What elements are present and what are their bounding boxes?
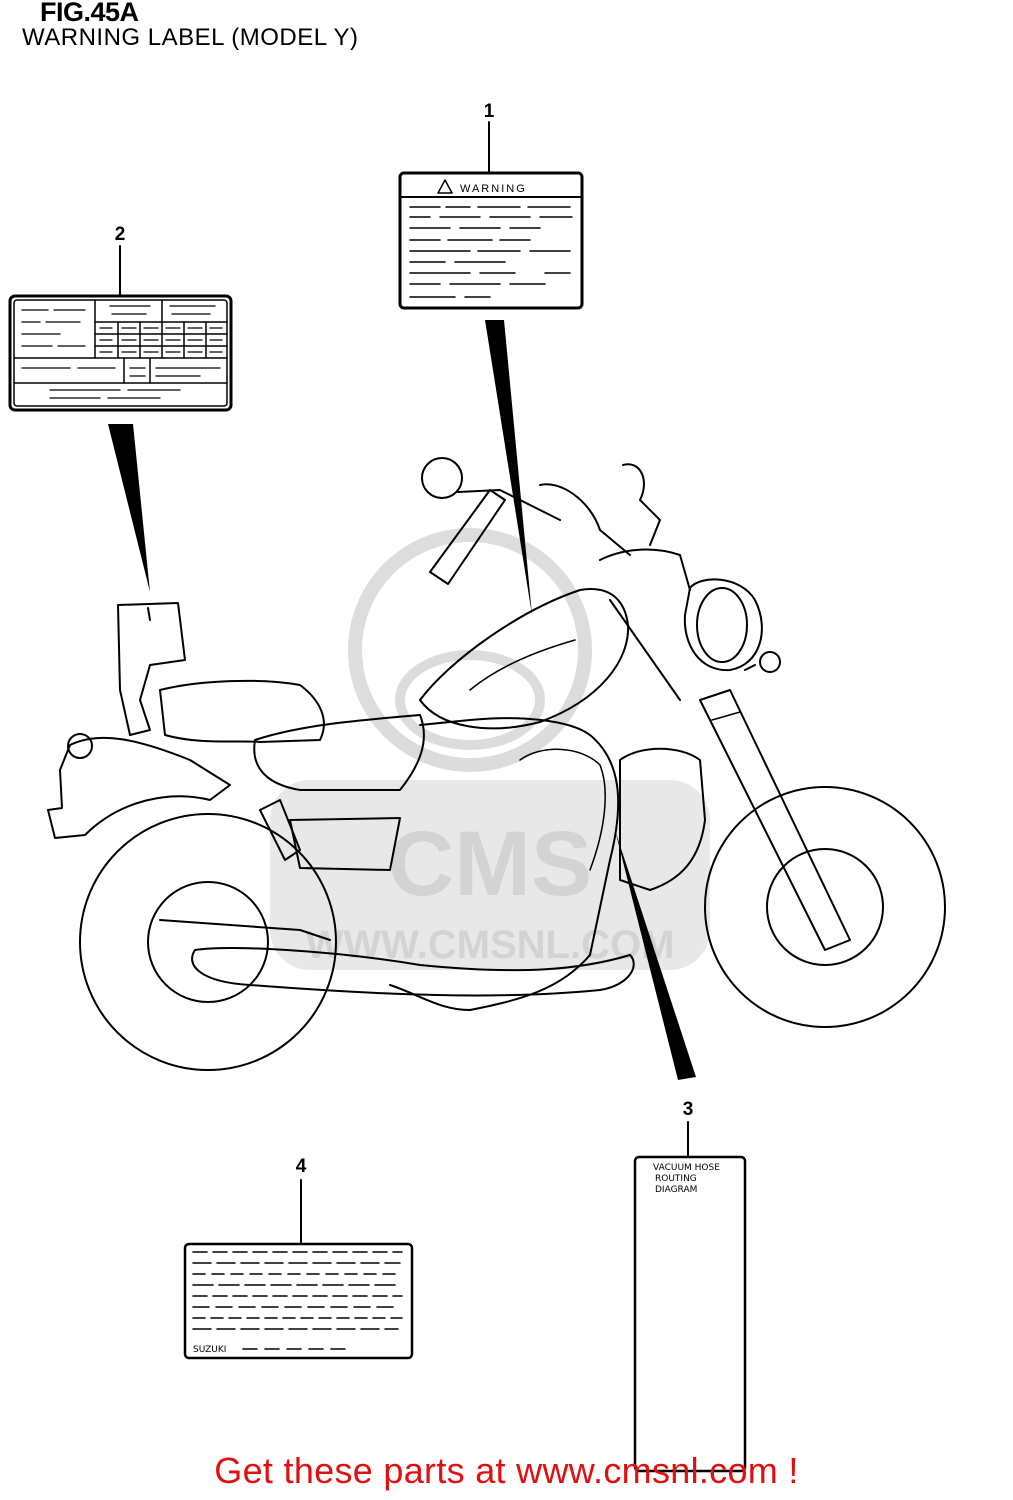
suzuki-label-brand: SUZUKI — [193, 1345, 226, 1355]
suzuki-info-label-part-4 — [183, 1242, 414, 1360]
watermark-badge — [270, 780, 710, 970]
turn-signal — [759, 651, 781, 673]
warning-label-part-1 — [398, 171, 584, 310]
rear-tire — [79, 813, 337, 1071]
front-fork — [699, 689, 851, 951]
callout-number-3: 3 — [683, 1099, 694, 1120]
warning-triangle-icon — [437, 179, 453, 194]
taillight — [67, 733, 93, 759]
rear-shock — [259, 799, 301, 861]
figure-title: FIG.45A — [40, 0, 139, 27]
callout-number-1: 1 — [484, 101, 495, 122]
rear-fender — [47, 736, 231, 839]
vacuum-label-line-1: VACUUM HOSE — [653, 1163, 720, 1173]
handlebar-grip — [429, 489, 506, 585]
pointer-wedge-3 — [615, 830, 696, 1080]
watermark-site-text: WWW.CMSNL.COM — [306, 923, 675, 967]
exhaust-pipe — [191, 947, 635, 997]
watermark: CMS WWW.CMSNL.COM — [270, 528, 710, 970]
callout-number-4: 4 — [296, 1156, 307, 1177]
motorcycle-outline — [47, 457, 946, 1071]
handlebar — [457, 489, 561, 521]
vacuum-label-line-3: DIAGRAM — [655, 1185, 697, 1195]
front-tire — [704, 786, 946, 1028]
rear-rim — [147, 881, 269, 1003]
front-rim — [766, 848, 884, 966]
vacuum-hose-label-part-3 — [633, 1155, 747, 1473]
swing-arm — [159, 919, 331, 941]
sissy-bar — [117, 602, 186, 736]
headlight — [683, 578, 763, 672]
pointer-wedge-2 — [108, 424, 150, 592]
vacuum-label-line-2: ROUTING — [655, 1174, 697, 1184]
mirror — [421, 457, 463, 499]
watermark-logo-text: CMS — [388, 813, 592, 915]
tire-info-label-part-2 — [8, 294, 233, 412]
right-mirror — [622, 463, 661, 546]
passenger-seat — [159, 679, 325, 743]
engine-block — [619, 747, 706, 891]
figure-subtitle: WARNING LABEL (MODEL Y) — [22, 24, 359, 51]
pointer-wedges — [108, 320, 696, 1080]
rider-seat — [253, 714, 425, 791]
callout-number-2: 2 — [115, 224, 126, 245]
pointer-wedge-1 — [485, 320, 532, 615]
footer-link[interactable]: Get these parts at www.cmsnl.com ! — [214, 1450, 799, 1491]
frame-side-cover — [389, 717, 620, 1011]
warning-label-heading: WARNING — [460, 183, 527, 195]
